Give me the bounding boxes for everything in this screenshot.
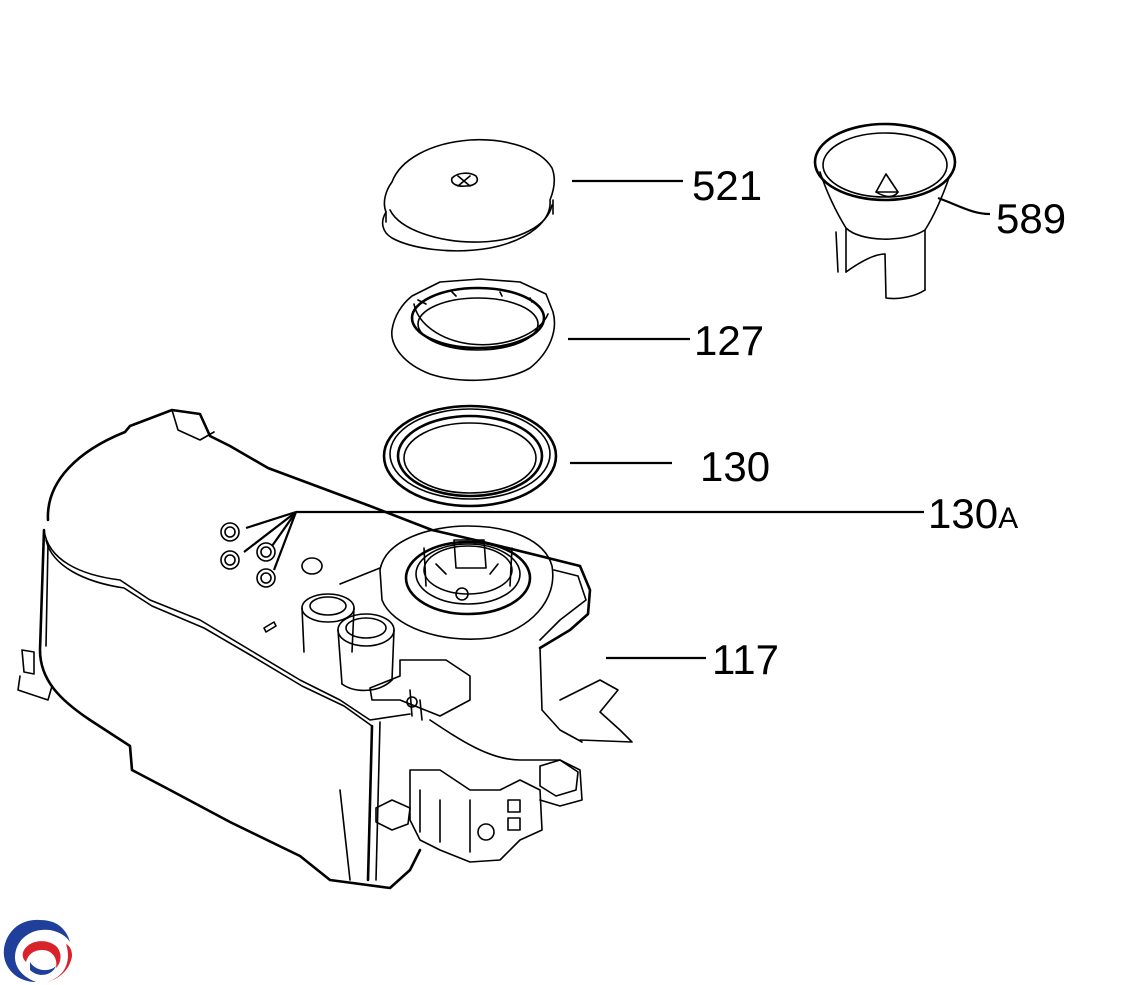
part-130-gasket (382, 404, 558, 508)
part-589-funnel (813, 122, 957, 300)
part-521-lid (381, 138, 555, 252)
callout-130a-suffix: A (998, 502, 1018, 535)
swirl-logo-icon (3, 919, 72, 982)
part-127-ring (391, 278, 556, 381)
callout-130a-number: 130 (928, 490, 998, 537)
callout-589: 589 (996, 195, 1066, 242)
callout-521: 521 (692, 162, 762, 209)
callout-117: 117 (712, 636, 779, 683)
leader-lines (243, 179, 991, 660)
part-117-housing (17, 408, 633, 890)
callout-130a: 130A (928, 490, 1018, 537)
callout-127: 127 (694, 317, 764, 364)
callout-130: 130 (700, 443, 770, 490)
